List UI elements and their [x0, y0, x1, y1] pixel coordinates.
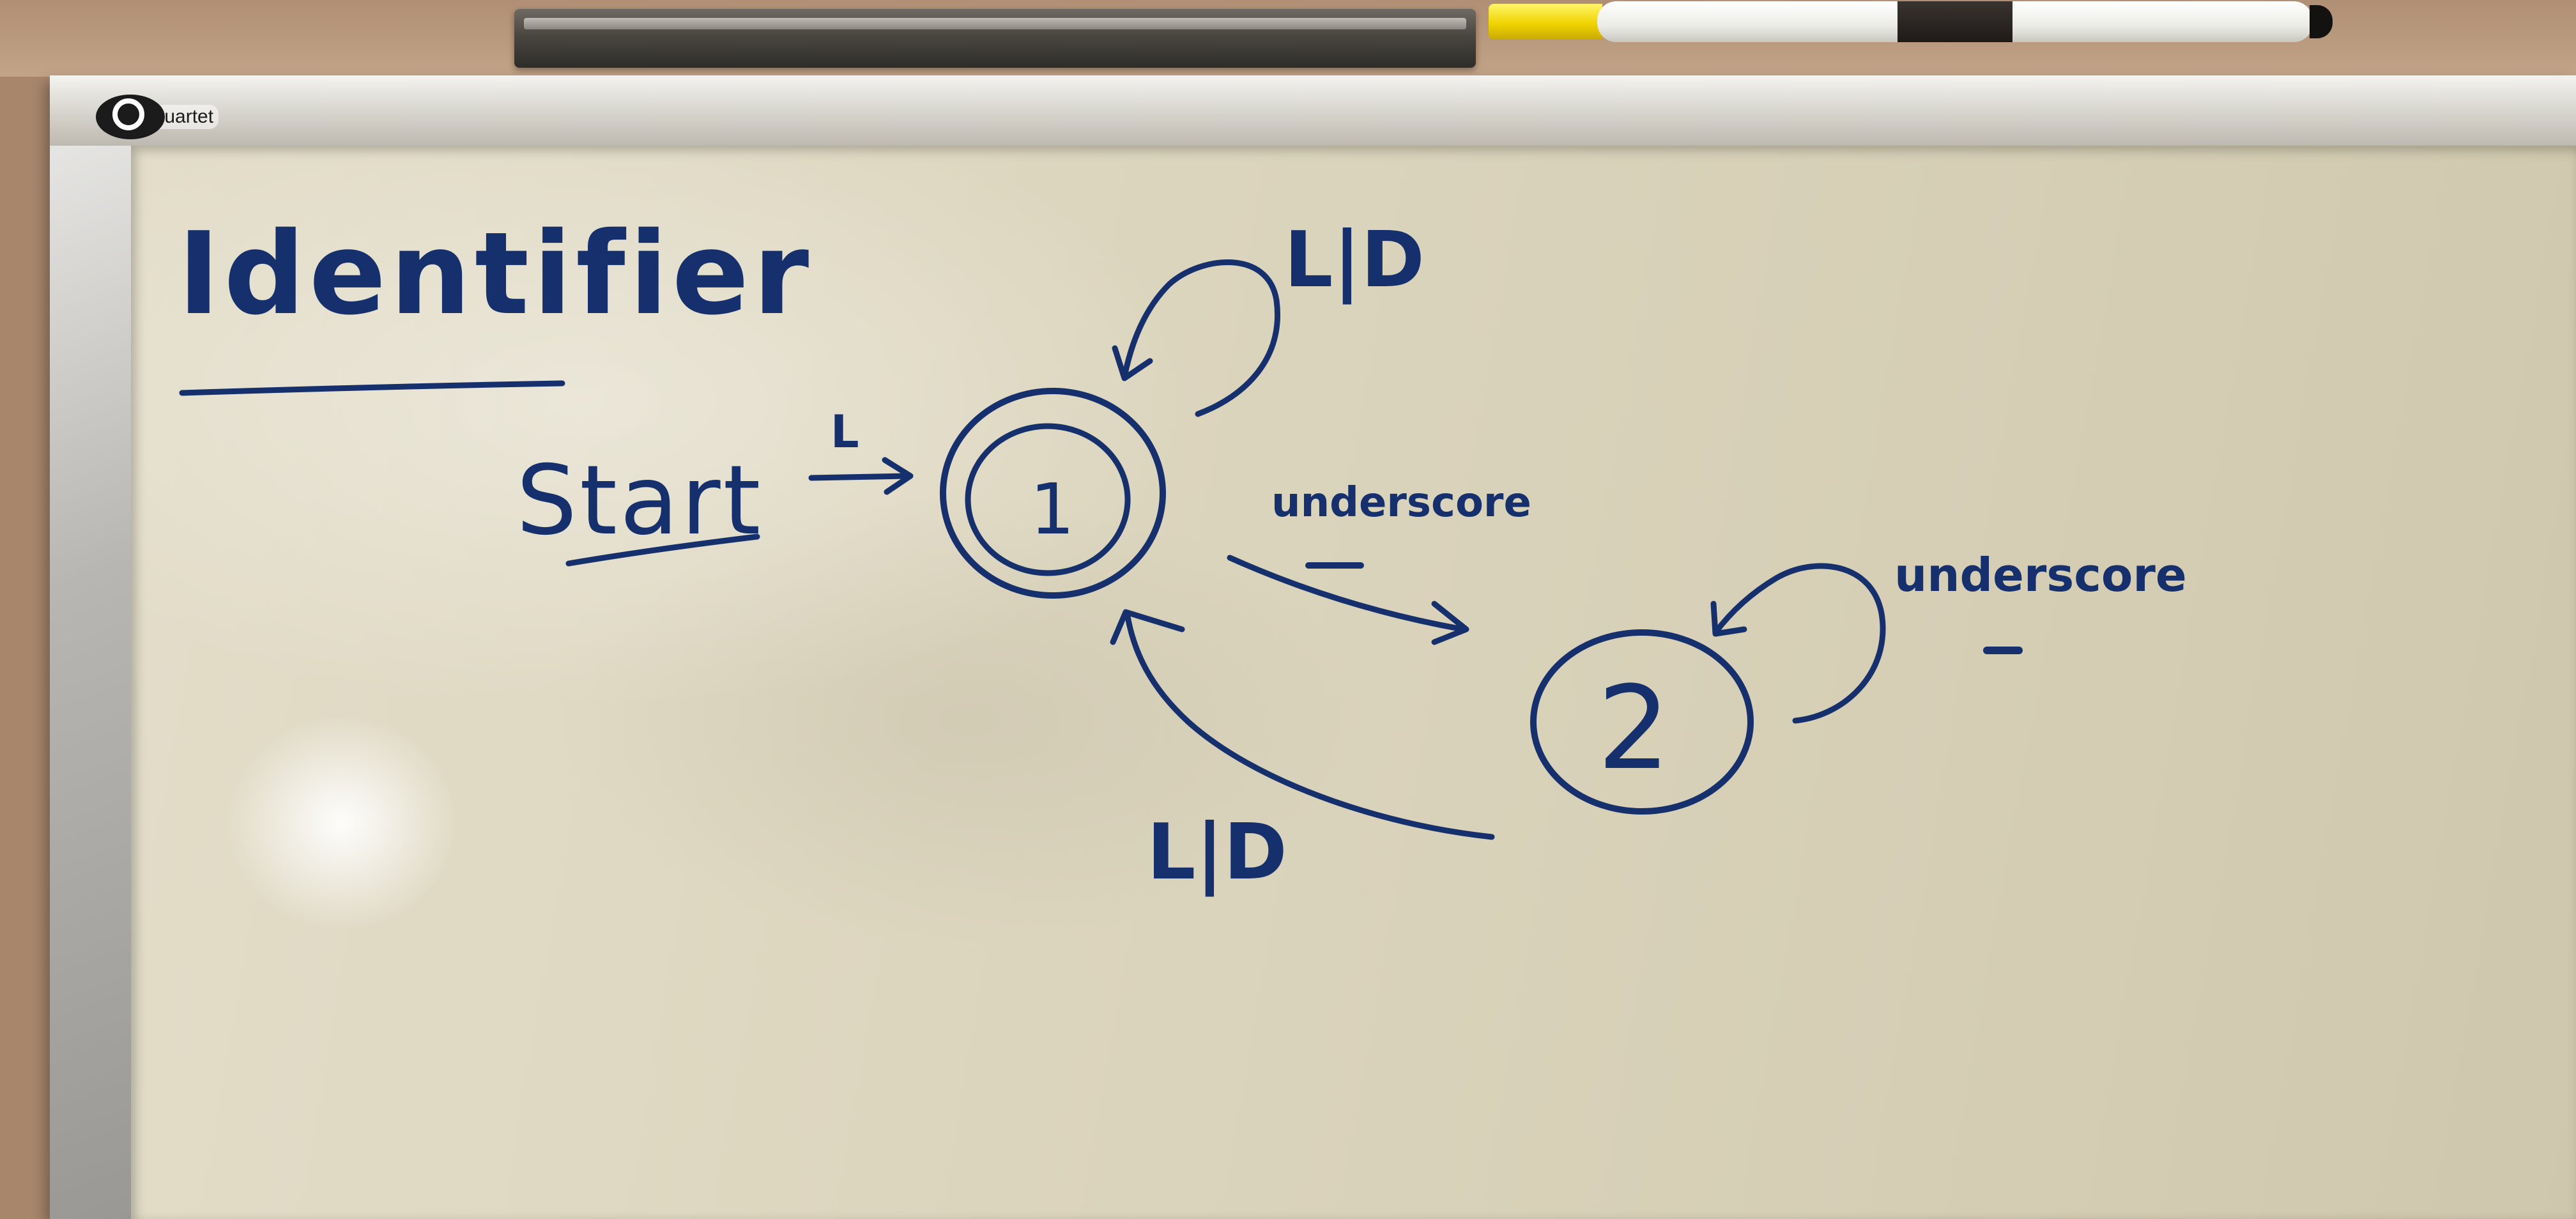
transition-1-self-label: L|D — [1284, 216, 1425, 305]
brand-logo: Quartet — [96, 95, 219, 139]
transition-2-to-1 — [1124, 613, 1495, 840]
whiteboard-surface — [131, 146, 2576, 1219]
state-1-self-loop-arrowhead — [1112, 345, 1153, 381]
state-2-label: 2 — [1597, 662, 1671, 795]
marker-end — [2310, 5, 2333, 38]
start-arrow-head — [882, 457, 914, 495]
title-underline — [179, 380, 565, 396]
state-1-label: 1 — [1030, 468, 1075, 550]
whiteboard-marker — [1489, 1, 2333, 42]
transition-2-self-label: underscore — [1894, 548, 2187, 602]
quartet-logo-icon — [96, 95, 165, 139]
state-2-circle — [1530, 629, 1754, 815]
transition-1-to-2-label: underscore — [1271, 479, 1531, 526]
diagram-title: Identifier — [178, 208, 813, 340]
transition-2-to-1-label: L|D — [1147, 808, 1287, 897]
state-2-self-loop — [1712, 563, 1886, 724]
transition-2-to-1-arrowhead — [1110, 609, 1185, 645]
start-arrow-label: L — [831, 406, 859, 458]
start-label: Start — [516, 445, 763, 556]
state-1-self-loop — [1121, 259, 1280, 417]
state-1-outer-circle — [940, 388, 1166, 599]
marker-cap — [1489, 4, 1602, 40]
marker-band — [1897, 1, 2012, 42]
start-underline — [565, 533, 760, 567]
start-arrow — [808, 473, 910, 481]
marker-tray-edge — [524, 18, 1466, 29]
transition-1-to-2 — [1227, 555, 1466, 632]
whiteboard-frame-top — [50, 75, 2576, 146]
state-1-inner-circle — [965, 423, 1131, 576]
transition-1-to-2-arrowhead — [1431, 601, 1469, 645]
state-2-self-loop-arrowhead — [1710, 601, 1747, 637]
